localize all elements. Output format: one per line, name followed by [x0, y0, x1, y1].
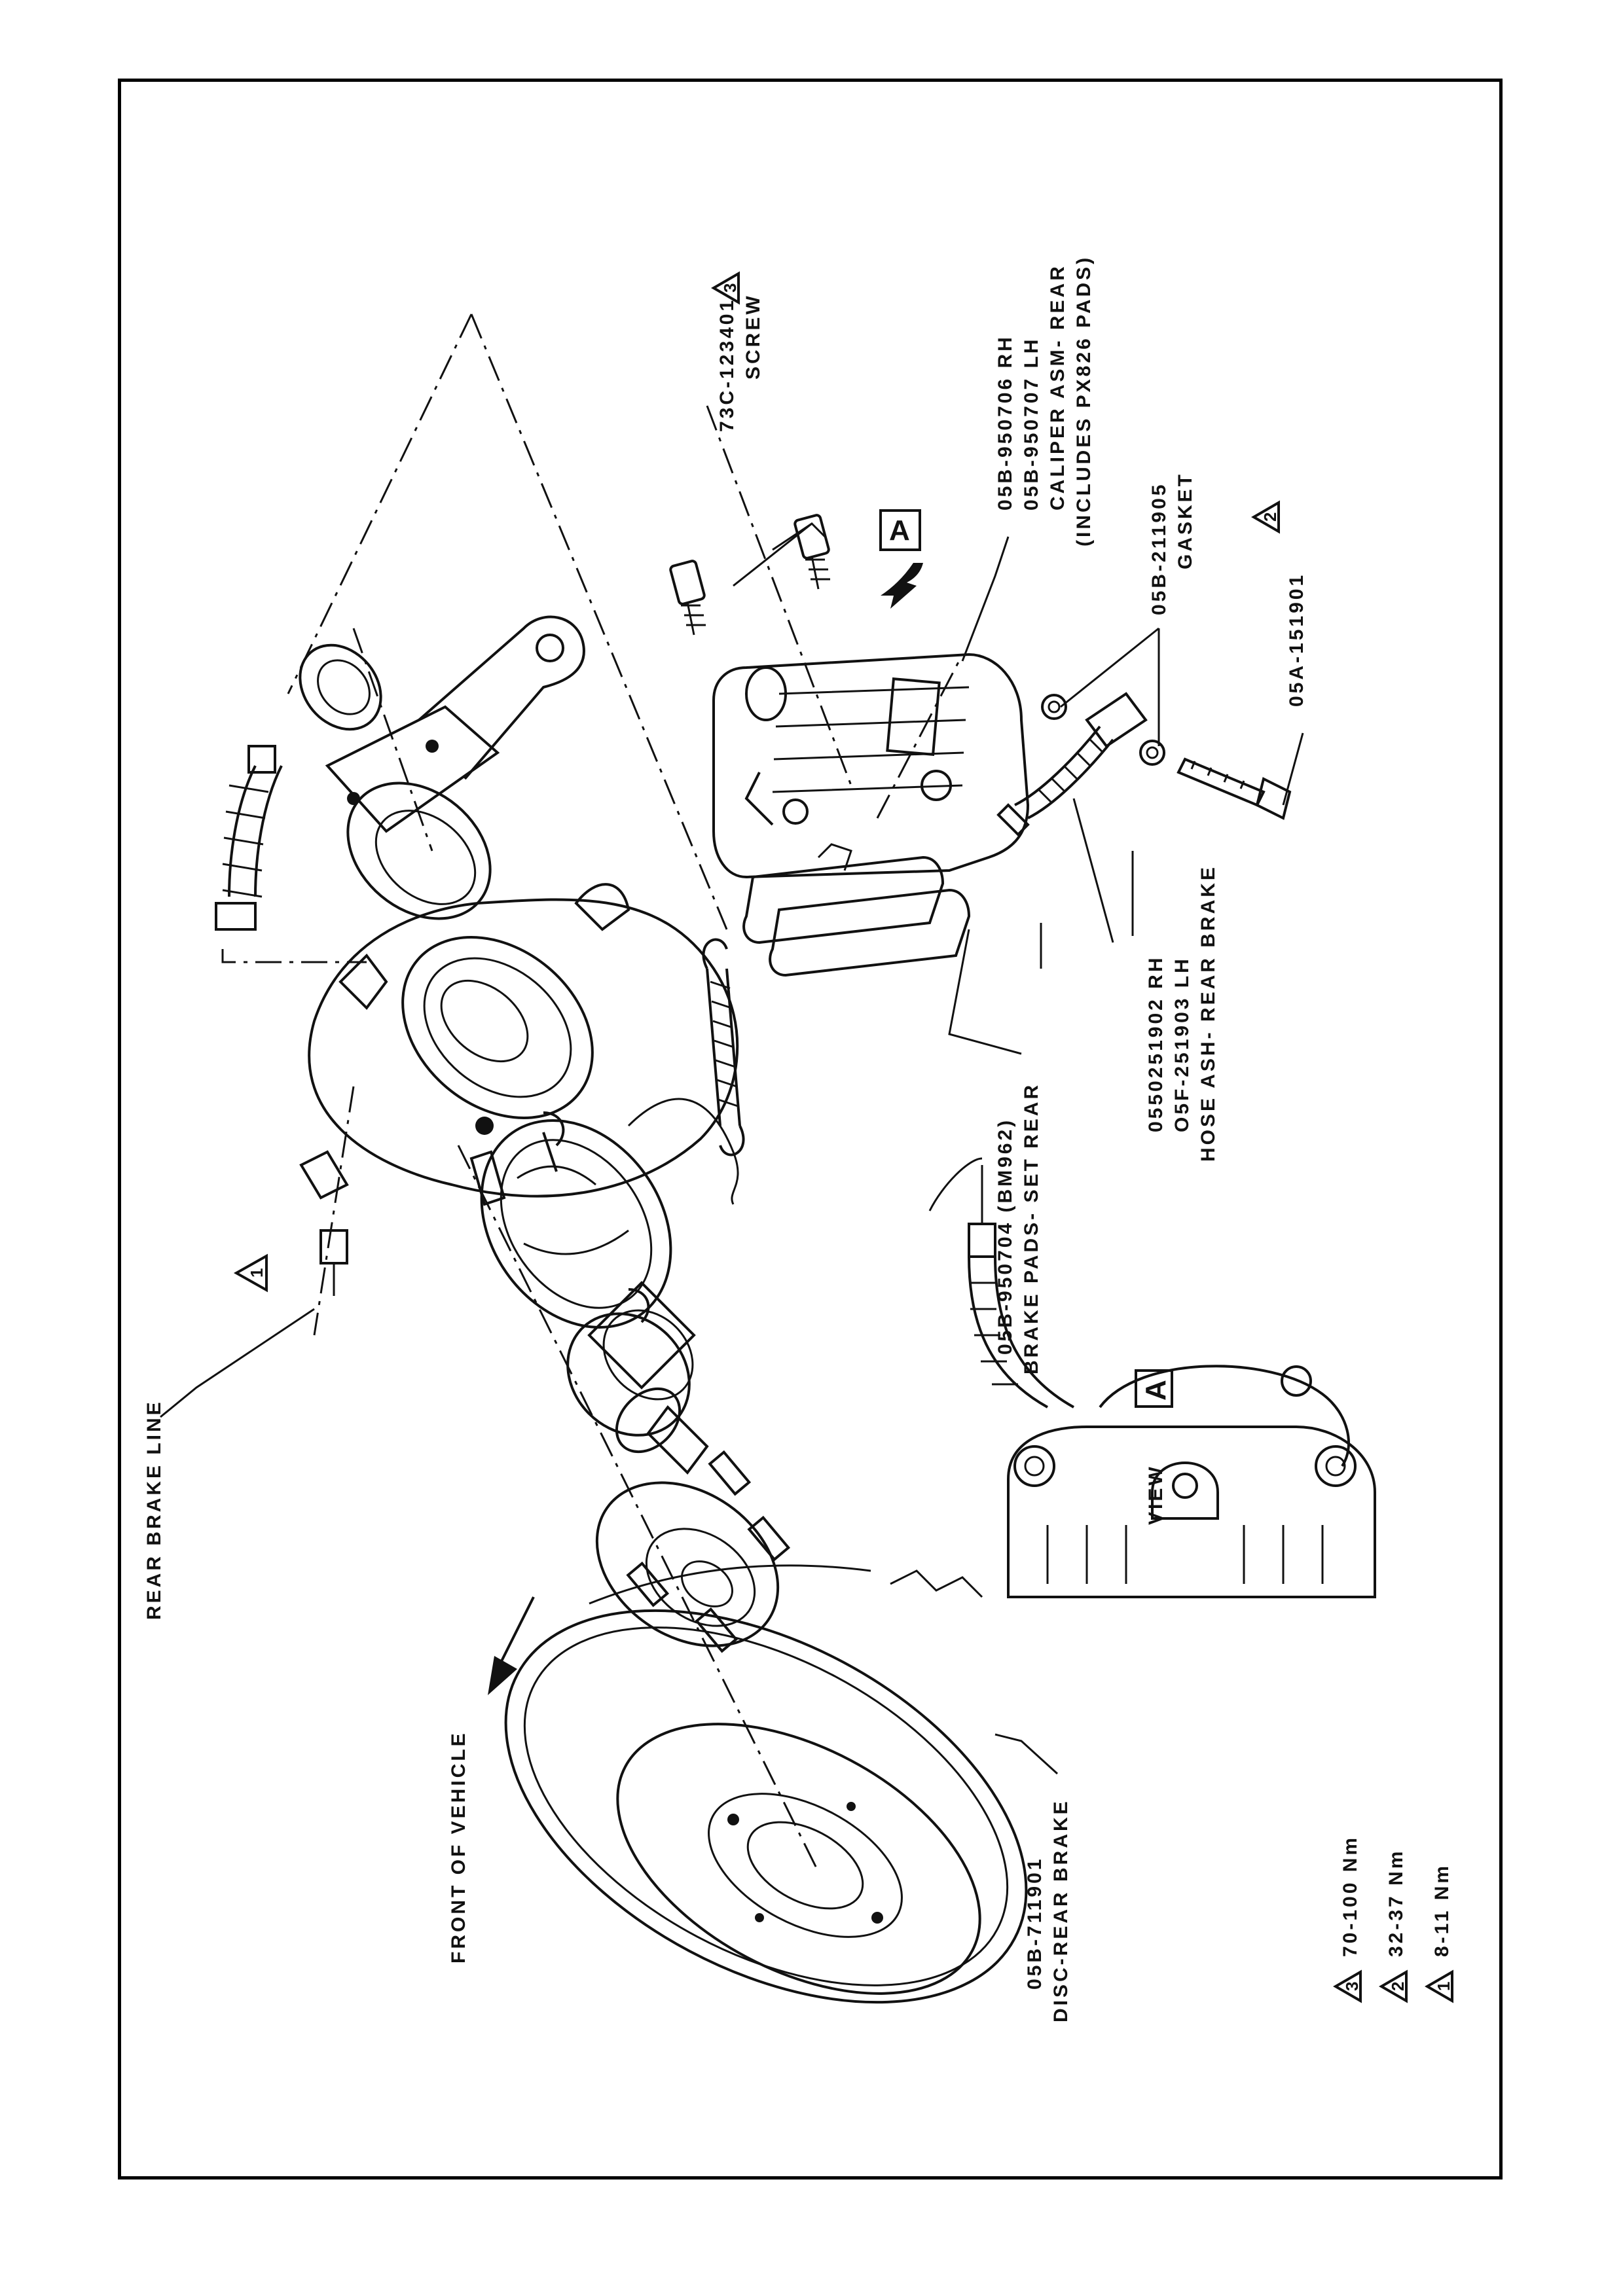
brake-hose-upper	[215, 745, 283, 931]
legend-row-3: 1 8-11 Nm	[1425, 1863, 1453, 2003]
label-screw-name: SCREW	[742, 293, 764, 380]
torque-marker-screw: 3	[711, 271, 740, 305]
return-spring	[702, 938, 745, 1157]
label-caliper-rh: 05B-950706 RH	[994, 334, 1016, 511]
brake-pads	[742, 843, 971, 977]
label-hose-name: HOSE ASH- REAR BRAKE	[1197, 865, 1219, 1162]
label-screw-part-no: 73C-123401	[716, 298, 738, 432]
assembly-lines	[221, 314, 964, 1873]
labels: REAR BRAKE LINE FRONT OF VEHICLE 05B-711…	[143, 255, 1307, 2022]
torque-legend: 3 70-100 Nm 2 32-37 Nm 1 8-11 Nm	[1333, 1835, 1453, 2003]
gaskets	[1041, 692, 1165, 766]
caliper-screws	[669, 514, 830, 636]
caliper	[712, 653, 1030, 879]
svg-text:2: 2	[1260, 512, 1280, 522]
label-gasket-name: GASKET	[1175, 472, 1196, 569]
label-rear-brake-line: REAR BRAKE LINE	[143, 1399, 165, 1620]
label-caliper-lh: 05B-950707 LH	[1021, 337, 1042, 511]
leader-lines	[160, 522, 1304, 1775]
knuckle-arm	[299, 615, 585, 920]
bearing	[566, 1281, 696, 1454]
torque-marker-brake-line: 1	[233, 1253, 268, 1293]
label-pads-name: BRAKE PADS- SET REAR	[1021, 1083, 1042, 1374]
svg-text:2: 2	[1388, 1982, 1408, 1991]
brake-line-fitting	[299, 1150, 349, 1296]
view-a-caliper	[928, 1157, 1376, 1598]
label-caliper-name: CALIPER ASM- REAR	[1047, 264, 1068, 511]
label-view-letter: A	[1140, 1380, 1172, 1401]
banjo-bolt	[1176, 757, 1292, 820]
svg-text:3: 3	[720, 283, 740, 293]
legend-row-2: 2 32-37 Nm	[1379, 1849, 1408, 2003]
label-disc-part-no: 05B-711901	[1024, 1857, 1046, 1990]
backing-plate	[308, 883, 739, 1206]
torque-markers: 3 2 1	[233, 271, 1280, 1293]
label-hose-lh: O5F-251903 LH	[1171, 956, 1193, 1132]
legend-row-1: 3 70-100 Nm	[1333, 1835, 1362, 2003]
label-gasket-part-no: 05B-211905	[1148, 482, 1170, 615]
legend-value-1: 70-100 Nm	[1340, 1835, 1361, 1957]
front-direction-arrow	[488, 1596, 535, 1695]
label-disc-name: DISC-REAR BRAKE	[1050, 1799, 1072, 2022]
label-front-of-vehicle: FRONT OF VEHICLE	[448, 1731, 469, 1964]
view-a-arrow: A	[879, 509, 923, 609]
hub-flange	[595, 1405, 791, 1653]
arrow-a-letter: A	[889, 514, 910, 547]
label-caliper-note: (INCLUDES PX826 PADS)	[1073, 255, 1095, 547]
drawing-frame	[118, 79, 1503, 2179]
label-pads-part-no: 05B-950704 (BM962)	[994, 1118, 1016, 1355]
label-view: VIEW	[1145, 1464, 1167, 1525]
legend-value-3: 8-11 Nm	[1431, 1863, 1453, 1957]
brake-hose-right	[996, 725, 1114, 836]
label-bolt-part-no: 05A-151901	[1286, 573, 1307, 707]
disc-rear-brake	[504, 1564, 1028, 2004]
label-hose-rh: 0550251902 RH	[1145, 955, 1167, 1132]
svg-text:1: 1	[1434, 1982, 1453, 1991]
legend-value-2: 32-37 Nm	[1385, 1849, 1407, 1957]
svg-text:1: 1	[247, 1268, 266, 1278]
svg-text:3: 3	[1342, 1982, 1362, 1991]
torque-marker-bolt: 2	[1251, 500, 1280, 534]
